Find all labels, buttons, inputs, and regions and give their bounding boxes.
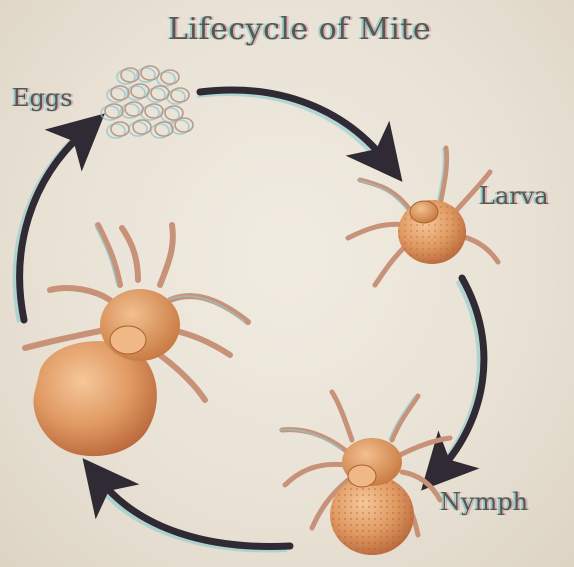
eggs-illustration — [101, 66, 193, 138]
stage-label-nymph: Nymph — [440, 488, 528, 516]
stage-label-eggs: Eggs — [12, 84, 73, 112]
arrow-nymph-to-adult — [97, 480, 290, 548]
arrow-larva-to-nymph — [437, 278, 484, 472]
stage-label-larva: Larva — [479, 182, 549, 210]
diagram-title: Lifecycle of Mite — [168, 12, 431, 47]
arrow-eggs-to-larva — [197, 90, 385, 162]
adult-mite-illustration — [25, 225, 248, 456]
nymph-illustration — [279, 392, 450, 555]
larva-illustration — [348, 148, 498, 285]
arrow-adult-to-eggs — [17, 132, 84, 322]
